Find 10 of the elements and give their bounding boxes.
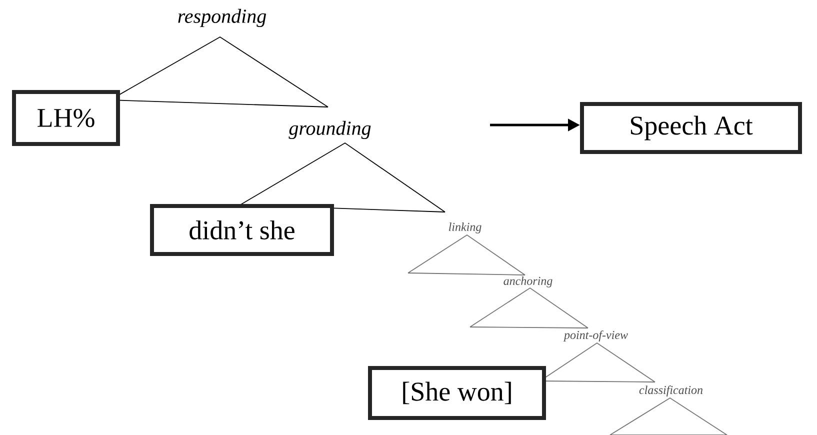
node-label: linking [448, 222, 482, 234]
word-box: LH% [12, 90, 120, 146]
node-label: grounding [288, 120, 371, 140]
node-label: anchoring [504, 276, 552, 288]
node-label: responding [178, 8, 266, 28]
word-box: [She won] [368, 366, 546, 420]
word-box: Speech Act [580, 102, 802, 154]
node-label: point-of-view [563, 330, 628, 342]
word-box: didn’t she [150, 204, 334, 256]
node-label: classification [639, 385, 703, 396]
